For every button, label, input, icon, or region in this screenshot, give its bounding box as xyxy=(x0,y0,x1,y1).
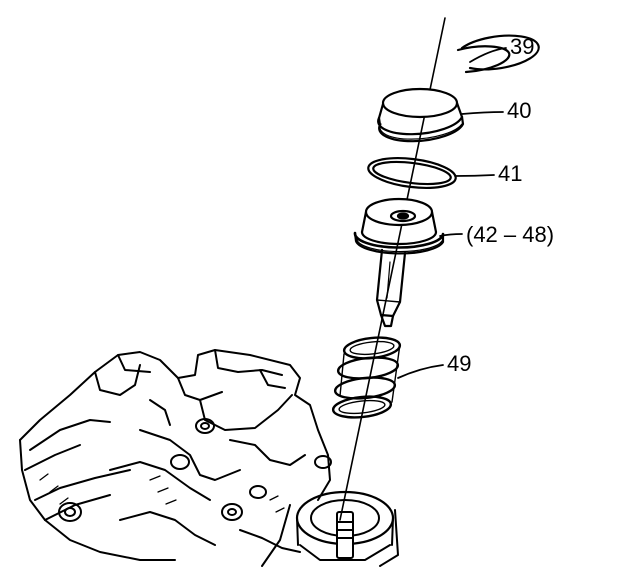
snap-ring-39 xyxy=(456,34,540,74)
callout-label-49: 49 xyxy=(447,351,472,376)
transmission-housing xyxy=(19,349,399,567)
leader-39 xyxy=(469,47,507,63)
return-spring-49 xyxy=(331,336,402,419)
callout-label-41: 41 xyxy=(498,161,523,186)
leader-41 xyxy=(454,174,495,177)
callout-label-42-48: (42 – 48) xyxy=(466,222,555,247)
callout-label-40: 40 xyxy=(507,98,532,123)
leader-49 xyxy=(397,364,444,379)
piston-assembly-42-48 xyxy=(353,197,445,328)
leader-lines xyxy=(397,47,507,379)
leader-42-48 xyxy=(439,233,463,237)
seal-ring-41 xyxy=(367,157,457,189)
leader-40 xyxy=(461,111,504,115)
cover-40 xyxy=(377,87,465,143)
callout-label-39: 39 xyxy=(510,34,535,59)
